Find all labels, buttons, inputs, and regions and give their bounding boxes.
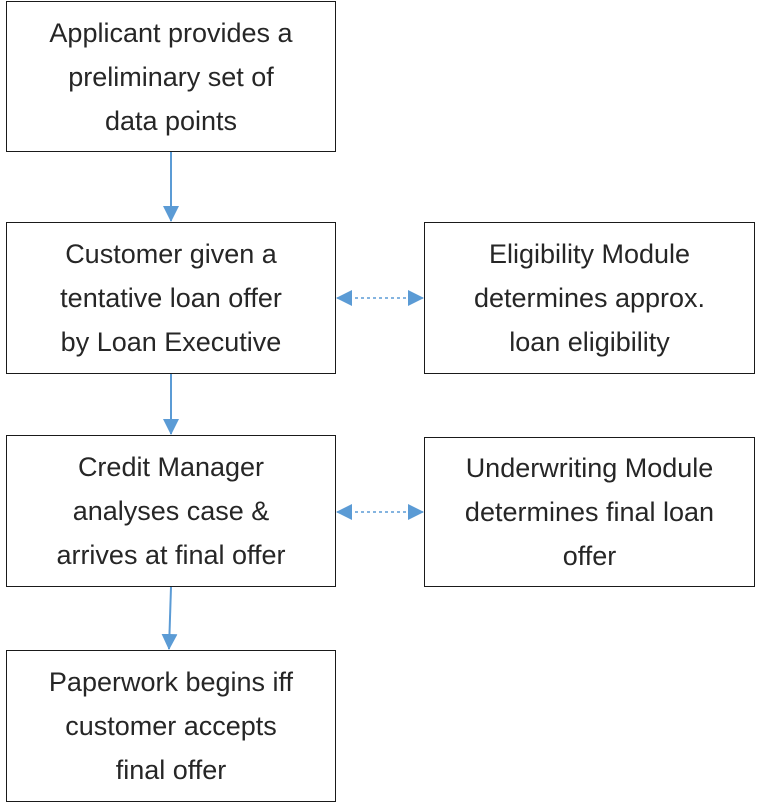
step-applicant-data-box: Applicant provides a preliminary set of … [6, 1, 336, 152]
step-credit-manager-box: Credit Manager analyses case & arrives a… [6, 435, 336, 587]
eligibility-module-box: Eligibility Module determines approx. lo… [424, 222, 755, 374]
step-applicant-data-label: Applicant provides a preliminary set of … [49, 17, 293, 136]
step-paperwork-label: Paperwork begins iff customer accepts fi… [48, 667, 294, 785]
step-paperwork-box: Paperwork begins iff customer accepts fi… [6, 650, 336, 802]
step-tentative-offer-label: Customer given a tentative loan offer by… [60, 239, 282, 357]
underwriting-module-box: Underwriting Module determines final loa… [424, 437, 755, 587]
step-tentative-offer-box: Customer given a tentative loan offer by… [6, 222, 336, 374]
step-credit-manager-label: Credit Manager analyses case & arrives a… [56, 452, 286, 570]
underwriting-module-label: Underwriting Module determines final loa… [464, 453, 715, 571]
arrow-step3-to-step4 [161, 586, 178, 650]
eligibility-module-label: Eligibility Module determines approx. lo… [473, 239, 706, 357]
